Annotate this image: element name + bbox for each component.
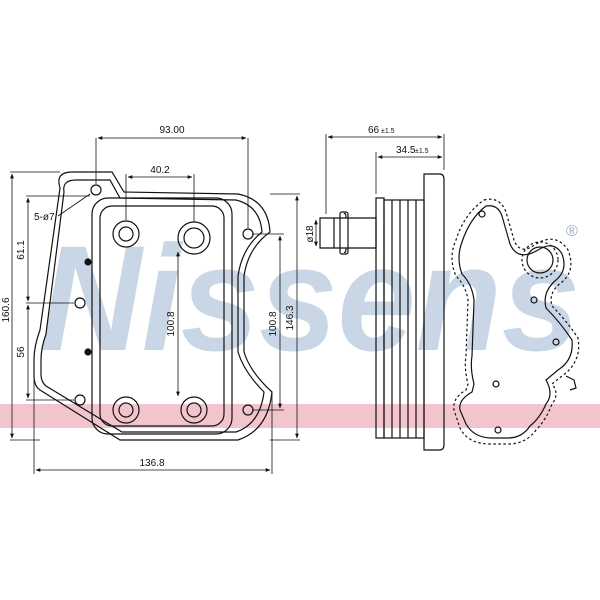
- watermark-stripe: [0, 404, 600, 428]
- gasket-bolt-1: [478, 210, 486, 218]
- dim-bottom-width: 136.8: [139, 458, 164, 469]
- dim-hole-spacing: 40.2: [150, 165, 170, 176]
- dim-left-lower: 56: [16, 346, 27, 358]
- gasket-bolt-2: [530, 296, 538, 304]
- gasket-bolt-4: [492, 380, 500, 388]
- dim-holes: 5-ø7: [34, 212, 55, 223]
- dim-pipe-diameter: ø18: [305, 225, 316, 243]
- front-view-labels: 93.00 40.2 5-ø7 61.1 56 160.6 100.8 100.…: [1, 125, 296, 469]
- watermark-brand: Nissens: [40, 214, 580, 382]
- dim-left-upper: 61.1: [16, 240, 27, 260]
- dim-overall-height: 160.6: [1, 297, 12, 322]
- outer-plate-inner-edge: [40, 179, 265, 433]
- dim-overall-depth: 66: [368, 125, 380, 136]
- dim-body-depth-tol: ±1.5: [415, 148, 429, 155]
- watermark-registered-mark: ®: [566, 223, 578, 240]
- mount-hole-3: [74, 394, 86, 406]
- side-view-labels: 66 ±1.5 34.5 ±1.5 ø18: [305, 125, 429, 243]
- mount-hole-2: [74, 297, 86, 309]
- dim-top-width: 93.00: [159, 125, 184, 136]
- gasket: [451, 198, 580, 445]
- front-view-dimensions: [10, 136, 300, 474]
- dim-body-depth: 34.5: [396, 145, 416, 156]
- core-outer: [91, 197, 233, 435]
- outer-plate-outline: [33, 171, 273, 441]
- watermark: Nissens ®: [0, 214, 600, 428]
- port-top-left: [112, 220, 140, 248]
- dim-overall-depth-tol: ±1.5: [381, 128, 395, 135]
- mounting-plate: [423, 173, 445, 451]
- dim-inner-height: 100.8: [166, 311, 177, 336]
- side-view: [319, 173, 445, 451]
- side-view-dimensions: [314, 134, 445, 247]
- mount-hole-1: [90, 184, 102, 196]
- port-bottom-right: [180, 396, 208, 424]
- gasket-bolt-5: [494, 426, 502, 434]
- gasket-port-ring: [521, 241, 559, 279]
- gasket-inner: [458, 205, 573, 439]
- dim-right-overall: 146.3: [285, 305, 296, 330]
- gasket-tab: [565, 375, 577, 391]
- port-bottom-left: [112, 396, 140, 424]
- gasket-outer: [451, 198, 580, 445]
- core-inner: [99, 205, 225, 427]
- gasket-bolt-3: [552, 338, 560, 346]
- dim-right-height: 100.8: [268, 311, 279, 336]
